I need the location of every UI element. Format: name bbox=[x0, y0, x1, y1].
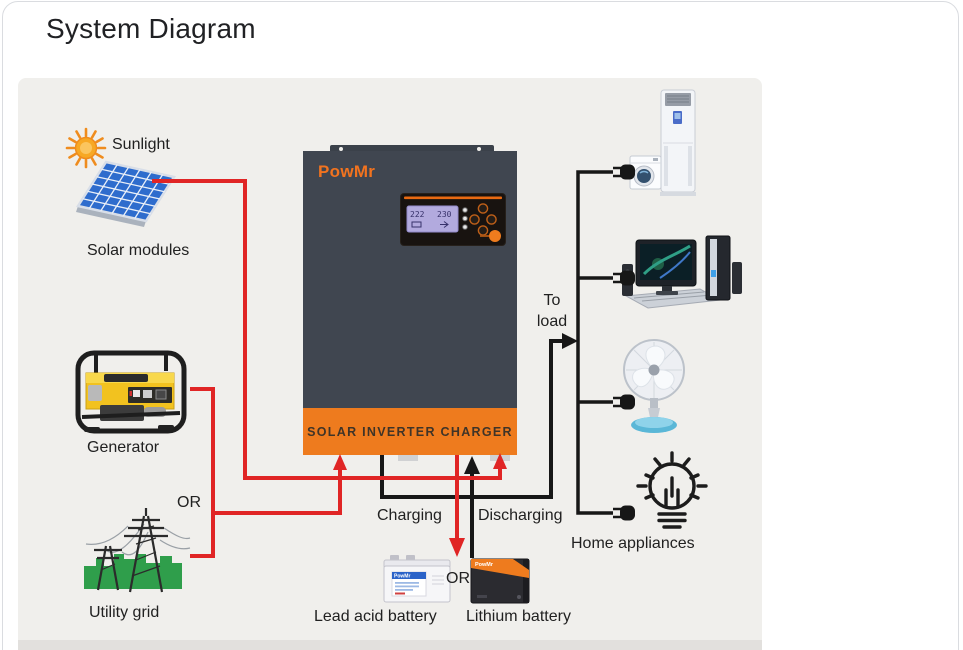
lcd-value-right: 230 bbox=[437, 210, 452, 219]
generator-label: Generator bbox=[87, 439, 160, 456]
solar-panel-icon bbox=[76, 160, 176, 227]
battery-brand-label: PowMr bbox=[475, 562, 494, 568]
inverter-brand-logo: PowMr bbox=[318, 162, 376, 181]
page-title: System Diagram bbox=[46, 13, 256, 44]
discharging-label: Discharging bbox=[478, 507, 563, 524]
inverter-name-band: SOLAR INVERTER CHARGER bbox=[303, 408, 517, 455]
inverter-foot bbox=[490, 455, 510, 461]
lead-acid-label: Lead acid battery bbox=[314, 608, 437, 625]
inverter-foot bbox=[398, 455, 418, 461]
lead-acid-battery-icon: PowMr bbox=[383, 555, 451, 603]
inverter-control-panel: 222 230 bbox=[400, 193, 506, 246]
battery-brand-label: PowMr bbox=[394, 574, 410, 580]
air-conditioner-icon bbox=[660, 89, 696, 196]
sunlight-label: Sunlight bbox=[112, 136, 170, 153]
fan-icon bbox=[623, 339, 685, 433]
panel-bottom-edge bbox=[18, 640, 762, 650]
lithium-battery-icon: PowMr bbox=[470, 558, 530, 604]
bracket-hole-icon bbox=[339, 147, 343, 151]
solar-modules-label: Solar modules bbox=[87, 242, 190, 259]
power-button-icon bbox=[489, 230, 501, 242]
charging-label: Charging bbox=[377, 507, 442, 524]
inverter-device: PowMr bbox=[303, 151, 517, 408]
to-load-line1: To bbox=[543, 292, 561, 309]
inverter-mount-bracket bbox=[330, 145, 494, 153]
to-load-line2: load bbox=[536, 313, 568, 330]
utility-grid-label: Utility grid bbox=[89, 604, 160, 621]
to-load-label: To load bbox=[512, 290, 592, 332]
sources-or-label: OR bbox=[177, 494, 201, 511]
inverter-band-label: SOLAR INVERTER CHARGER bbox=[307, 424, 513, 439]
sun-icon bbox=[65, 127, 107, 169]
utility-grid-icon bbox=[84, 508, 191, 593]
bracket-hole-icon bbox=[477, 147, 481, 151]
home-appliances-label: Home appliances bbox=[571, 535, 695, 552]
light-bulb-icon bbox=[636, 451, 708, 529]
batteries-or-label: OR bbox=[446, 570, 470, 587]
generator-icon bbox=[75, 350, 187, 434]
computer-icon bbox=[622, 235, 742, 309]
lcd-value-left: 222 bbox=[410, 210, 425, 219]
led-indicators bbox=[462, 207, 468, 230]
washing-machine-icon bbox=[629, 155, 662, 190]
lithium-label: Lithium battery bbox=[466, 608, 571, 625]
